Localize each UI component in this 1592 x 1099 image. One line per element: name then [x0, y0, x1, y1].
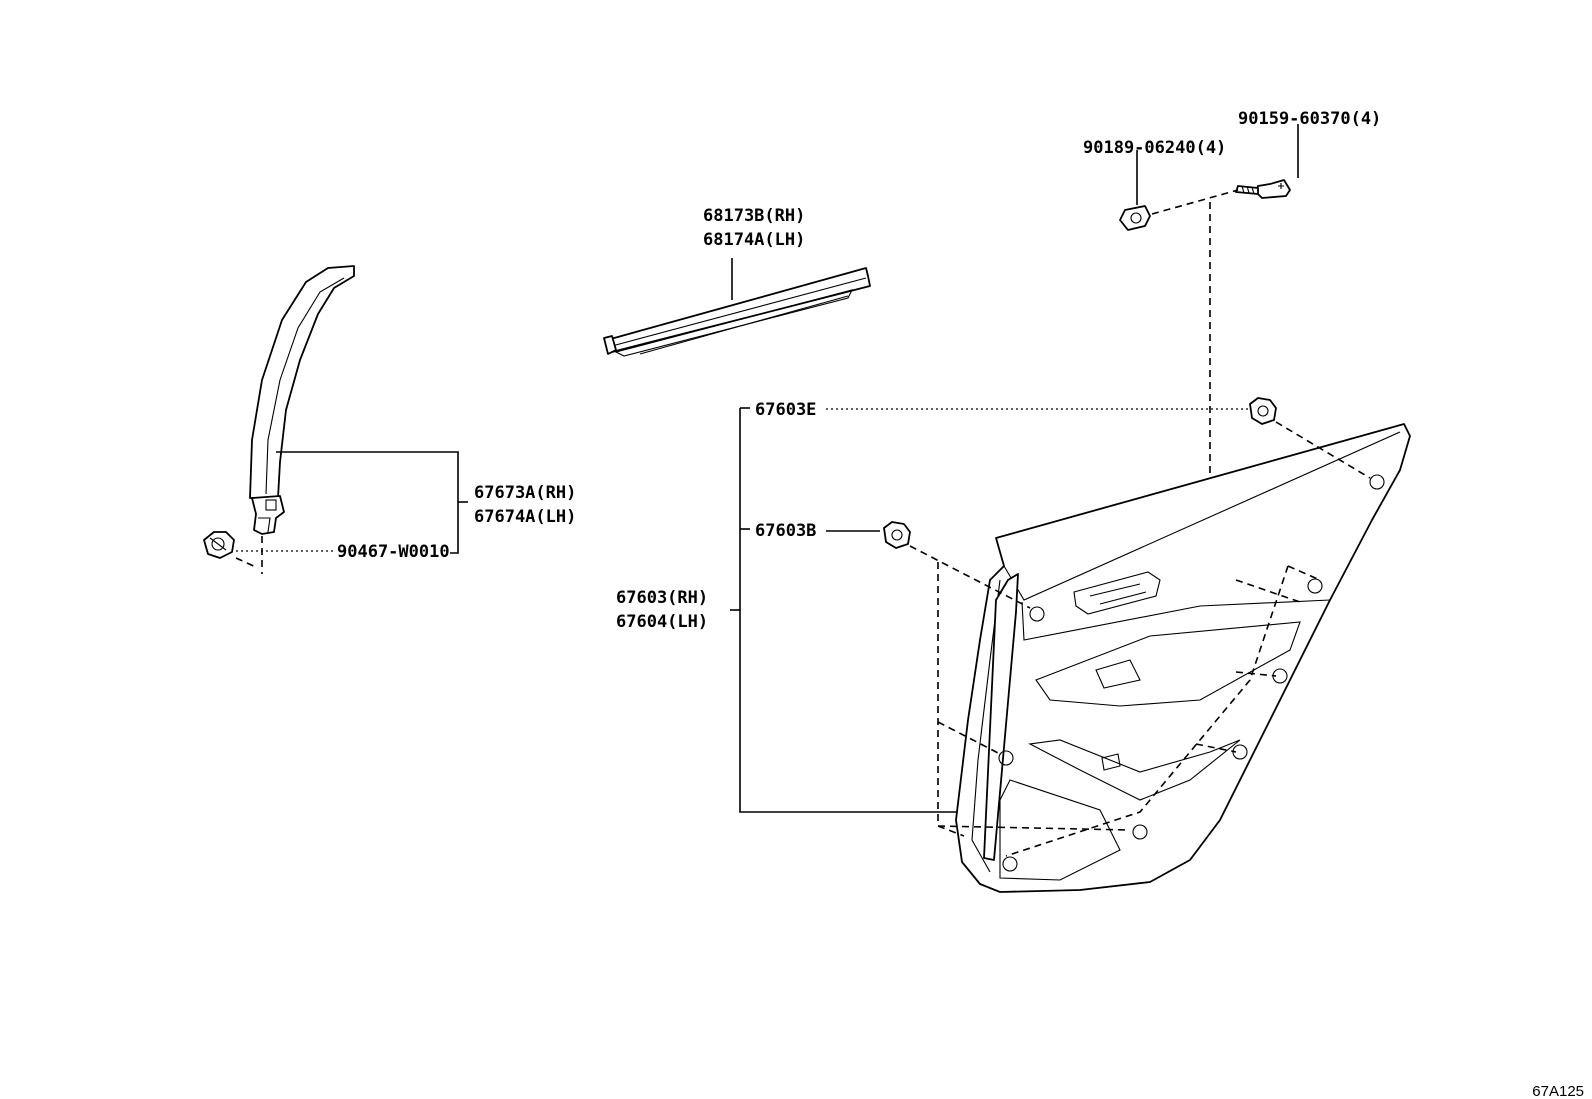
dash-E-clip	[1275, 421, 1371, 479]
dash-bottom	[937, 825, 1131, 831]
dash-B-clip	[909, 545, 1031, 609]
label-67603: 67603(RH)	[616, 588, 708, 608]
label-68174A: 68174A(LH)	[703, 230, 805, 250]
screw-90159[interactable]	[1235, 179, 1291, 199]
door-frame-garnish[interactable]	[249, 265, 355, 535]
clip-67603B[interactable]	[883, 521, 911, 549]
label-90159: 90159-60370(4)	[1238, 109, 1381, 129]
label-67674A: 67674A(LH)	[474, 507, 576, 527]
label-67673A: 67673A(RH)	[474, 483, 576, 503]
label-90189: 90189-06240(4)	[1083, 138, 1226, 158]
label-90467: 90467-W0010	[337, 542, 450, 562]
label-67604: 67604(LH)	[616, 612, 708, 632]
clip-90467[interactable]	[203, 531, 235, 559]
clip-67603E[interactable]	[1249, 397, 1277, 425]
dash-right-top	[1287, 565, 1321, 581]
leader-garnish	[276, 451, 459, 554]
label-67603E: 67603E	[755, 400, 816, 420]
dash-right-c	[1195, 743, 1237, 753]
label-68173B: 68173B(RH)	[703, 206, 805, 226]
figure-id: 67A125	[1532, 1083, 1584, 1099]
door-trim-panel[interactable]	[955, 423, 1411, 893]
dash-nut-to-screw	[1151, 189, 1239, 215]
dash-clip-garnish	[235, 557, 259, 569]
nut-90189[interactable]	[1119, 205, 1151, 231]
dash-right-b	[1235, 671, 1277, 677]
belt-weatherstrip[interactable]	[603, 267, 871, 357]
dash-right-diag	[1005, 565, 1289, 857]
label-67603B: 67603B	[755, 521, 816, 541]
bracket-panel	[739, 408, 960, 813]
